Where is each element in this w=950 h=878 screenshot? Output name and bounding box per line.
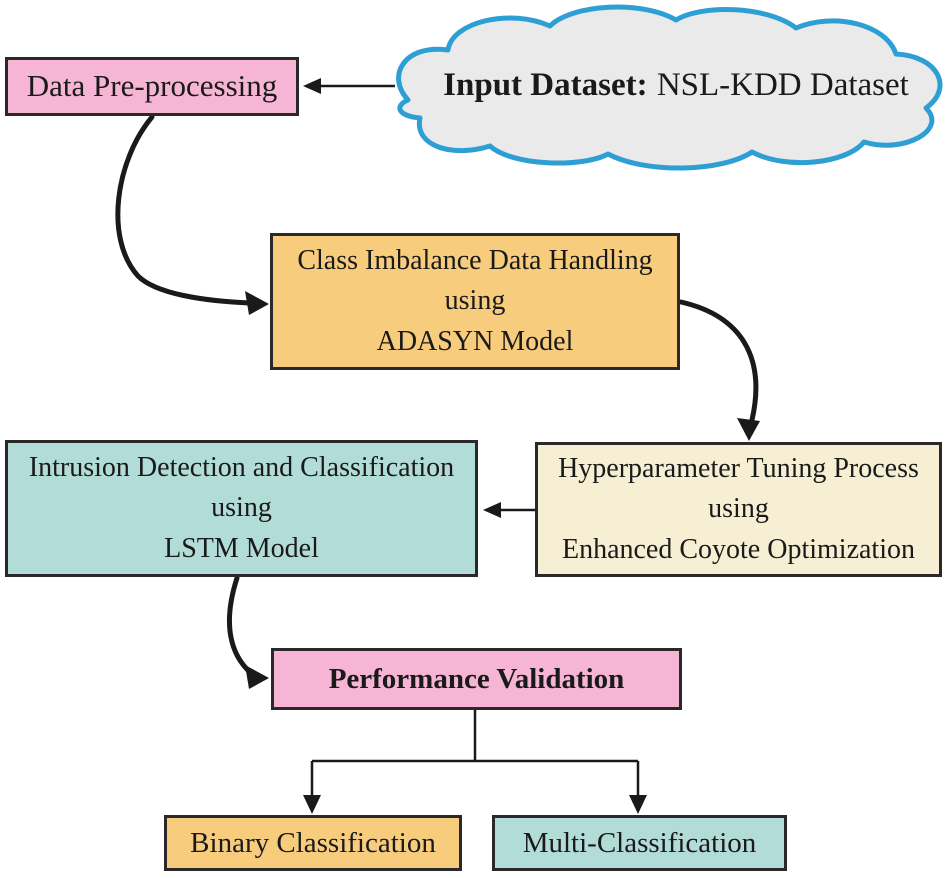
input-dataset-cloud-label: Input Dataset: NSL-KDD Dataset — [420, 60, 932, 110]
cloud-label-bold: Input Dataset: — [443, 66, 648, 103]
multi-classification-label: Multi-Classification — [522, 826, 757, 859]
cloud-label-rest: NSL-KDD Dataset — [656, 66, 909, 103]
arrowhead-cloud-to-preprocessing — [303, 78, 321, 94]
data-preprocessing-box: Data Pre-processing — [5, 57, 299, 116]
arrowhead-validation-to-binary — [303, 795, 321, 814]
arrow-preprocessing-to-imbalance — [115, 114, 253, 306]
arrowhead-imbalance-to-tuning — [737, 418, 760, 441]
performance-validation-box: Performance Validation — [271, 648, 682, 710]
connector-validation-split — [310, 710, 640, 800]
arrowhead-preprocessing-to-imbalance — [245, 291, 269, 315]
hyperparameter-tuning-label: Hyperparameter Tuning Process using Enha… — [558, 452, 919, 565]
arrow-detection-to-validation — [227, 575, 255, 677]
binary-classification-label: Binary Classification — [190, 826, 436, 859]
multi-classification-box: Multi-Classification — [492, 815, 787, 871]
class-imbalance-handling-label: Class Imbalance Data Handling using ADAS… — [297, 244, 653, 357]
arrowhead-validation-to-multi — [629, 795, 647, 814]
cloud-shape — [396, 4, 943, 171]
class-imbalance-handling-box: Class Imbalance Data Handling using ADAS… — [270, 233, 680, 370]
arrowhead-detection-to-validation — [245, 665, 269, 689]
arrowhead-tuning-to-detection — [483, 502, 501, 518]
intrusion-detection-label: Intrusion Detection and Classification u… — [28, 451, 455, 564]
performance-validation-label: Performance Validation — [328, 662, 625, 695]
data-preprocessing-label: Data Pre-processing — [26, 68, 278, 104]
hyperparameter-tuning-box: Hyperparameter Tuning Process using Enha… — [535, 442, 942, 577]
intrusion-detection-box: Intrusion Detection and Classification u… — [5, 440, 478, 577]
binary-classification-box: Binary Classification — [164, 815, 462, 871]
arrow-imbalance-to-tuning — [678, 299, 759, 423]
